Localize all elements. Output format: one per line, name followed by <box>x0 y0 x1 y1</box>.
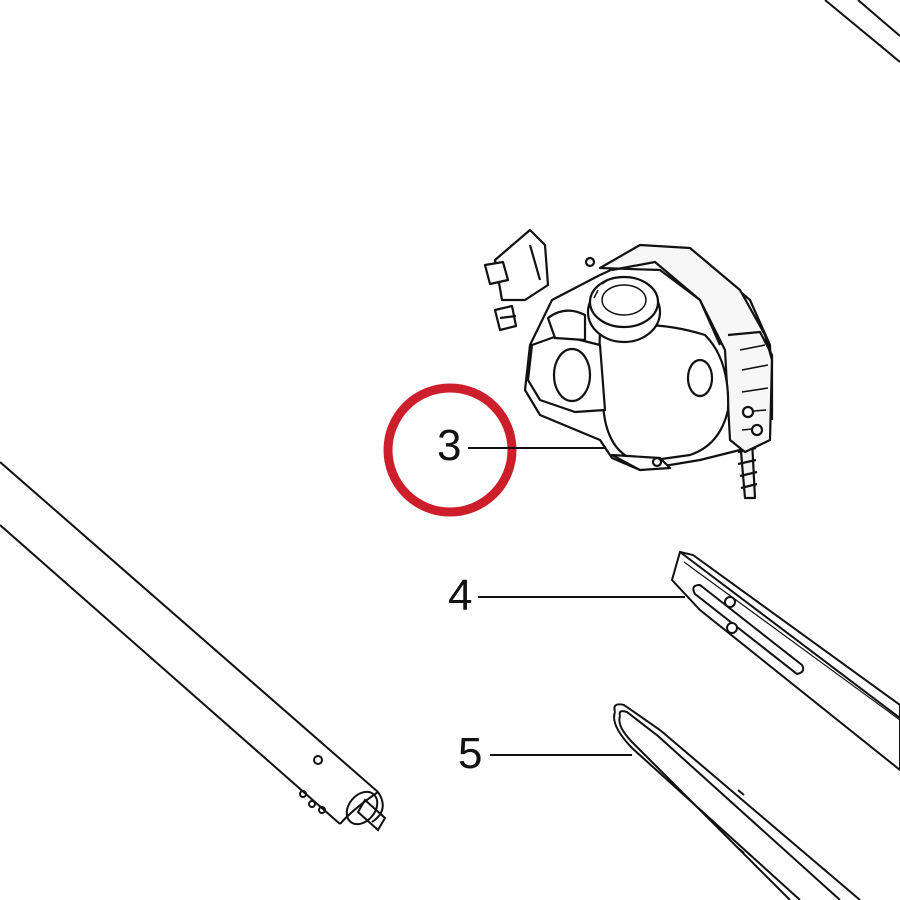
shaft-fragment-top-right <box>824 0 900 63</box>
callout-4: 4 <box>448 571 685 620</box>
callout-3-highlight-ring <box>383 383 517 517</box>
guide-bar <box>670 550 900 772</box>
chainsaw-head <box>483 228 774 500</box>
callout-5: 5 <box>458 729 632 778</box>
callout-5-label: 5 <box>458 729 482 778</box>
callout-4-label: 4 <box>448 571 472 620</box>
saw-chain <box>613 703 861 900</box>
extension-pole <box>0 461 387 832</box>
callout-3: 3 <box>383 383 606 517</box>
callout-3-label: 3 <box>437 421 461 470</box>
